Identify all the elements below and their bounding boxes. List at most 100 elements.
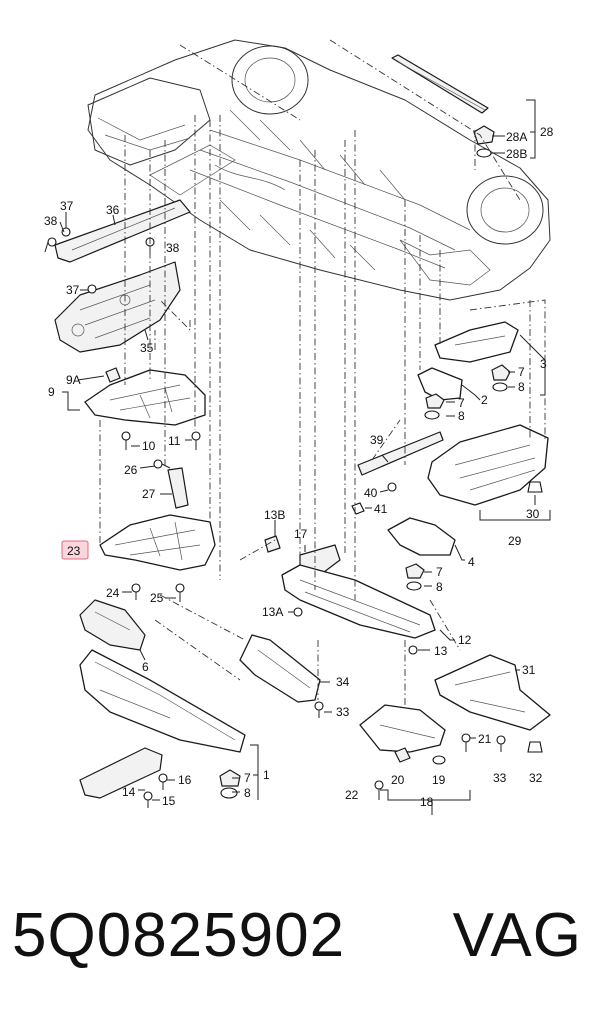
label-8c: 8 — [458, 409, 465, 423]
label-37a: 37 — [60, 199, 74, 213]
highlight-23 — [61, 540, 89, 560]
part-13-nut — [408, 645, 418, 655]
label-37b: 37 — [66, 283, 80, 297]
label-10: 10 — [142, 439, 156, 453]
parts-19-20 — [394, 747, 446, 765]
label-20: 20 — [391, 773, 405, 787]
label-14: 14 — [122, 785, 136, 799]
label-31: 31 — [522, 663, 536, 677]
label-8b: 8 — [518, 380, 525, 394]
part-34-rail — [239, 634, 321, 703]
part-2-shield — [417, 367, 463, 401]
label-8a: 8 — [244, 786, 251, 800]
part-7-clip-left — [219, 769, 241, 787]
bolts-10-11 — [121, 431, 201, 450]
label-39: 39 — [370, 433, 384, 447]
label-25: 25 — [150, 591, 164, 605]
part-29-tank-shield — [427, 424, 549, 506]
label-12: 12 — [458, 633, 472, 647]
part-12-floor-shield — [281, 564, 436, 639]
callout-labels: 28 28A 28B 37 36 38 38 37 35 9A 9 10 11 … — [44, 125, 554, 809]
label-9a: 9A — [66, 373, 81, 387]
label-23: 23 — [67, 544, 81, 558]
bolts-24-25 — [131, 583, 185, 602]
part-13b-clip — [264, 535, 281, 553]
part-26-screw — [153, 459, 171, 469]
parts-32-33-right — [496, 735, 543, 753]
part-4-clip-nut — [405, 563, 425, 591]
label-6: 6 — [142, 660, 149, 674]
label-33a: 33 — [336, 705, 350, 719]
label-4: 4 — [468, 555, 475, 569]
part-2-clip-nut — [424, 393, 445, 420]
label-13a: 13A — [262, 605, 283, 619]
part-38-screw-a — [44, 237, 57, 253]
label-7a: 7 — [244, 771, 251, 785]
label-28b: 28B — [506, 147, 527, 161]
part-28-rear-strip — [391, 54, 489, 114]
part-30-nut — [527, 481, 543, 493]
label-29: 29 — [508, 534, 522, 548]
part-39-bracket — [357, 431, 444, 476]
part-36-bracket — [54, 199, 191, 263]
part-4-shield — [387, 517, 456, 556]
reference-lines — [99, 39, 546, 705]
label-41: 41 — [374, 502, 388, 516]
part-31-shield — [434, 654, 551, 731]
label-33b: 33 — [493, 771, 507, 785]
part-3-clip-nut — [491, 364, 511, 392]
label-24: 24 — [106, 586, 120, 600]
part-37-grommet-b — [87, 284, 97, 294]
label-2: 2 — [481, 393, 488, 407]
leader-lines — [59, 99, 551, 815]
part-33-bolt-center — [314, 701, 324, 718]
part-9a-nut — [105, 367, 121, 383]
label-21: 21 — [478, 732, 492, 746]
label-28: 28 — [540, 125, 554, 139]
label-32: 32 — [529, 771, 543, 785]
label-28a: 28A — [506, 130, 527, 144]
label-7c: 7 — [458, 396, 465, 410]
bolts-21-22 — [374, 733, 471, 800]
label-19: 19 — [432, 773, 446, 787]
part-23-shield — [99, 514, 216, 571]
part-35-cover — [54, 261, 181, 353]
label-3: 3 — [540, 357, 547, 371]
part-3-shield — [434, 321, 519, 363]
label-16: 16 — [178, 773, 192, 787]
part-9-shield — [84, 369, 206, 426]
label-27: 27 — [142, 487, 156, 501]
part-number: 5Q0825902 — [12, 901, 346, 970]
label-17: 17 — [294, 527, 308, 541]
label-36: 36 — [106, 203, 120, 217]
label-11: 11 — [168, 434, 181, 448]
label-1: 1 — [263, 768, 270, 782]
part-6-trim — [79, 599, 146, 651]
part-28a-clip — [473, 125, 495, 145]
part-8-nut-left — [220, 787, 238, 799]
part-1-sill-cover — [79, 649, 246, 753]
label-9: 9 — [48, 385, 55, 399]
part-18-shield — [359, 704, 446, 753]
label-30: 30 — [526, 507, 540, 521]
label-8d: 8 — [436, 580, 443, 594]
bolts-15-16 — [143, 773, 168, 808]
part-14-bracket — [79, 747, 163, 799]
label-34: 34 — [336, 675, 350, 689]
label-7b: 7 — [518, 365, 525, 379]
part-27-bracket — [167, 467, 189, 509]
brand-name: VAG — [452, 901, 582, 970]
label-15: 15 — [162, 794, 176, 808]
part-13a-nut — [293, 607, 303, 617]
label-13: 13 — [434, 644, 448, 658]
label-18: 18 — [420, 795, 434, 809]
parts-diagram: 28 28A 28B 37 36 38 38 37 35 9A 9 10 11 … — [44, 39, 554, 815]
car-underbody-illustration — [87, 39, 551, 301]
label-13b: 13B — [264, 508, 285, 522]
label-40: 40 — [364, 486, 378, 500]
label-26: 26 — [124, 463, 138, 477]
label-35: 35 — [140, 341, 154, 355]
label-38a: 38 — [44, 214, 58, 228]
label-7d: 7 — [436, 565, 443, 579]
label-38b: 38 — [166, 241, 180, 255]
